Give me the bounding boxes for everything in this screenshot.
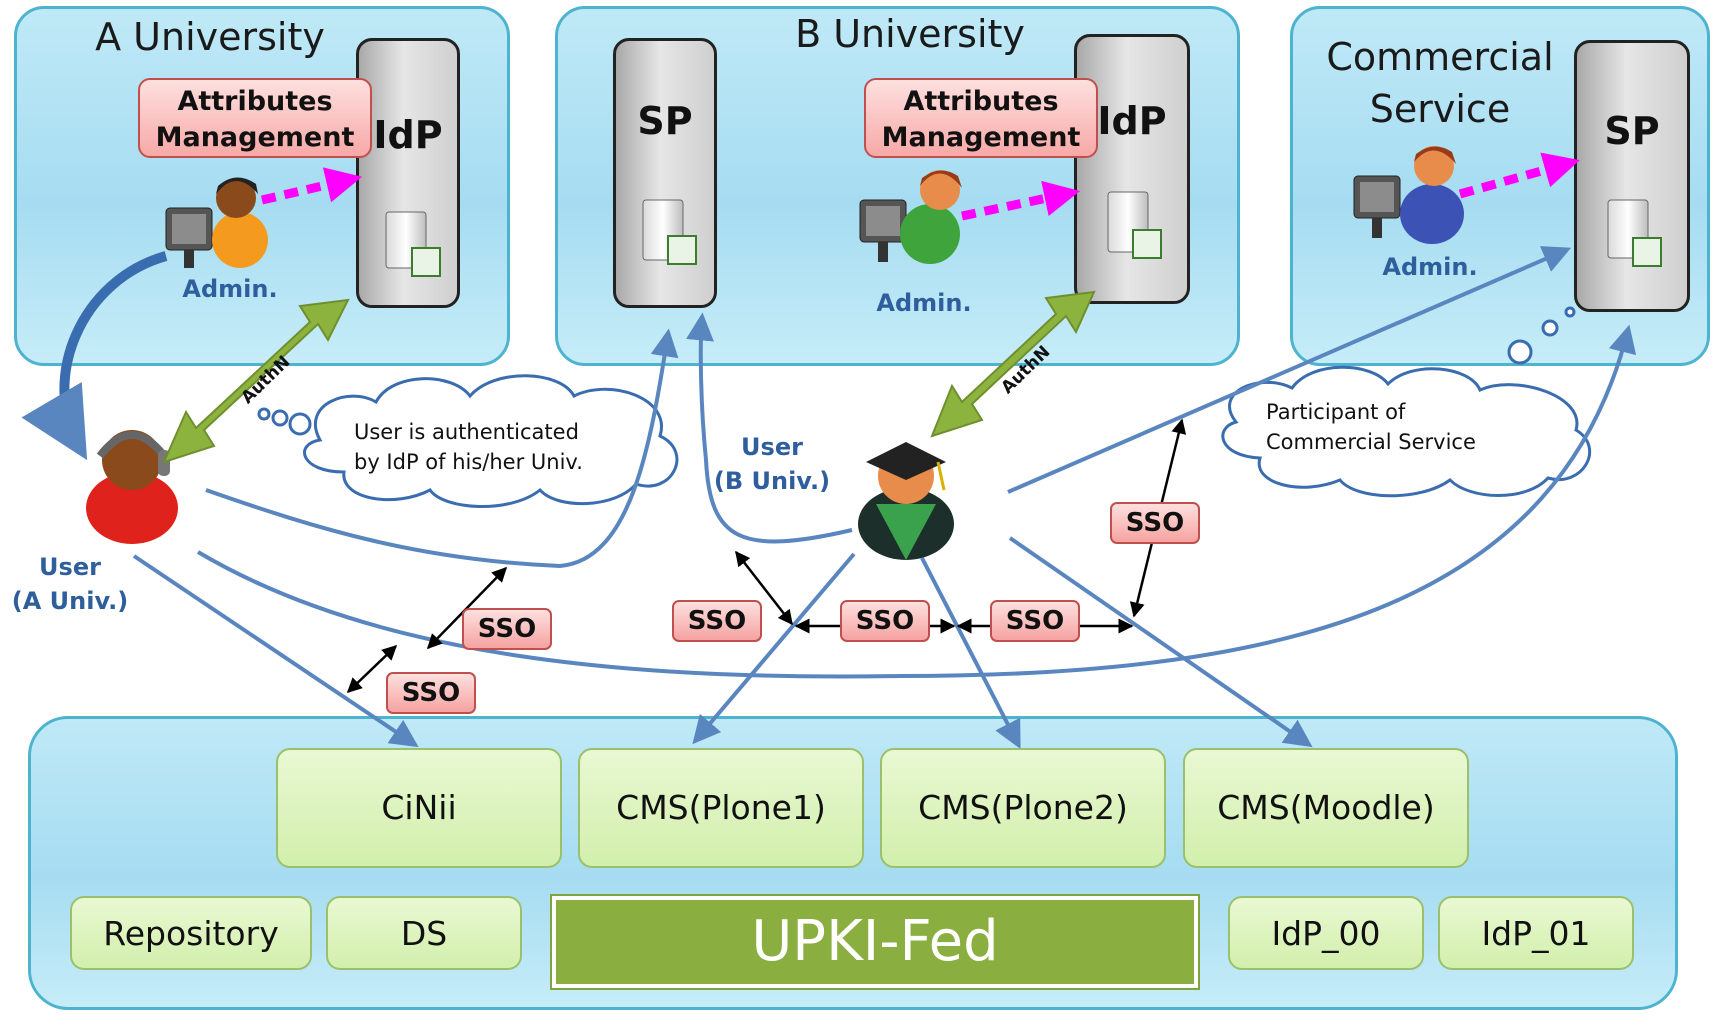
user-b-to-b-sp-line — [686, 312, 853, 544]
c-admin-to-sp-arrow — [1458, 152, 1580, 199]
a-attributes-management: Attributes Management — [138, 78, 372, 158]
sso-badge-4: SSO — [840, 600, 930, 642]
b-admin-to-idp-arrow — [961, 180, 1081, 221]
user-b-to-plone1-line — [692, 552, 856, 745]
service-cms-moodle[interactable]: CMS(Moodle) — [1183, 748, 1469, 868]
commercial-title-line2: Service — [1369, 87, 1511, 131]
b-attributes-management: Attributes Management — [864, 78, 1098, 158]
user-b-icon — [858, 442, 954, 560]
user-a-label-line2: (A Univ.) — [11, 587, 129, 615]
user-b-to-moodle-line — [1008, 536, 1313, 748]
admin-b-icon — [859, 170, 962, 264]
a-attributes-line2: Management — [155, 122, 355, 153]
service-cms-plone2[interactable]: CMS(Plone2) — [880, 748, 1166, 868]
user-b-label-line2: (B Univ.) — [713, 467, 831, 495]
b-university-title: B University — [795, 12, 1025, 56]
a-admin-to-user-curve — [21, 251, 168, 461]
user-a-icon — [86, 430, 178, 544]
auth-cloud-line2: by IdP of his/her Univ. — [354, 450, 583, 474]
user-a-to-cinii-line — [132, 554, 419, 748]
admin-b-label: Admin. — [876, 289, 972, 317]
server-computer-icon-c-sp — [1607, 199, 1662, 267]
service-cms-plone1[interactable]: CMS(Plone1) — [578, 748, 864, 868]
c-sp-label: SP — [1604, 109, 1660, 153]
user-a-label-line1: User — [39, 553, 101, 581]
participant-cloud-line2: Commercial Service — [1266, 430, 1476, 454]
sso-badge-6: SSO — [1110, 502, 1200, 544]
user-b-label-line1: User — [741, 433, 803, 461]
b-idp-label: IdP — [1097, 99, 1167, 143]
admin-a-label: Admin. — [182, 275, 278, 303]
server-computer-icon-b-sp — [642, 199, 697, 265]
sso-badge-1: SSO — [462, 608, 552, 650]
a-university-title: A University — [95, 15, 325, 59]
b-sp-server: SP — [613, 38, 717, 308]
admin-a-icon — [165, 177, 268, 268]
b-sp-label: SP — [637, 99, 693, 143]
b-attributes-line2: Management — [881, 122, 1081, 153]
admin-c-icon — [1353, 146, 1464, 244]
ds-box[interactable]: DS — [326, 896, 522, 970]
service-cinii[interactable]: CiNii — [276, 748, 562, 868]
a-admin-to-idp-arrow — [260, 167, 363, 205]
sso-badge-5: SSO — [990, 600, 1080, 642]
sso-badge-2: SSO — [386, 672, 476, 714]
server-computer-icon-a — [385, 211, 441, 277]
participant-cloud — [1221, 306, 1591, 498]
upki-fed-title: UPKI-Fed — [550, 894, 1200, 990]
user-b-to-plone2-line — [920, 557, 1021, 749]
sso-arrow-a-lower — [346, 644, 398, 694]
server-computer-icon-b-idp — [1107, 191, 1162, 259]
a-attributes-line1: Attributes — [177, 86, 333, 117]
auth-cloud-line1: User is authenticated — [354, 420, 579, 444]
connector-lines — [132, 246, 1637, 749]
authn-arrow-a — [162, 298, 350, 464]
user-a-to-c-sp-line — [196, 324, 1637, 679]
idp-00-box[interactable]: IdP_00 — [1228, 896, 1424, 970]
authn-arrow-b — [930, 290, 1096, 438]
a-idp-label: IdP — [373, 113, 443, 157]
repository-box[interactable]: Repository — [70, 896, 312, 970]
user-b-to-c-sp-line — [1007, 246, 1572, 494]
idp-01-box[interactable]: IdP_01 — [1438, 896, 1634, 970]
commercial-title-line1: Commercial — [1326, 35, 1554, 79]
participant-cloud-line1: Participant of — [1266, 400, 1406, 424]
sso-badge-3: SSO — [672, 600, 762, 642]
sso-arrow-b-left — [735, 550, 793, 626]
user-a-to-b-sp-line — [205, 328, 679, 569]
b-attributes-line1: Attributes — [903, 86, 1059, 117]
admin-c-label: Admin. — [1382, 253, 1478, 281]
auth-cloud — [257, 374, 679, 508]
